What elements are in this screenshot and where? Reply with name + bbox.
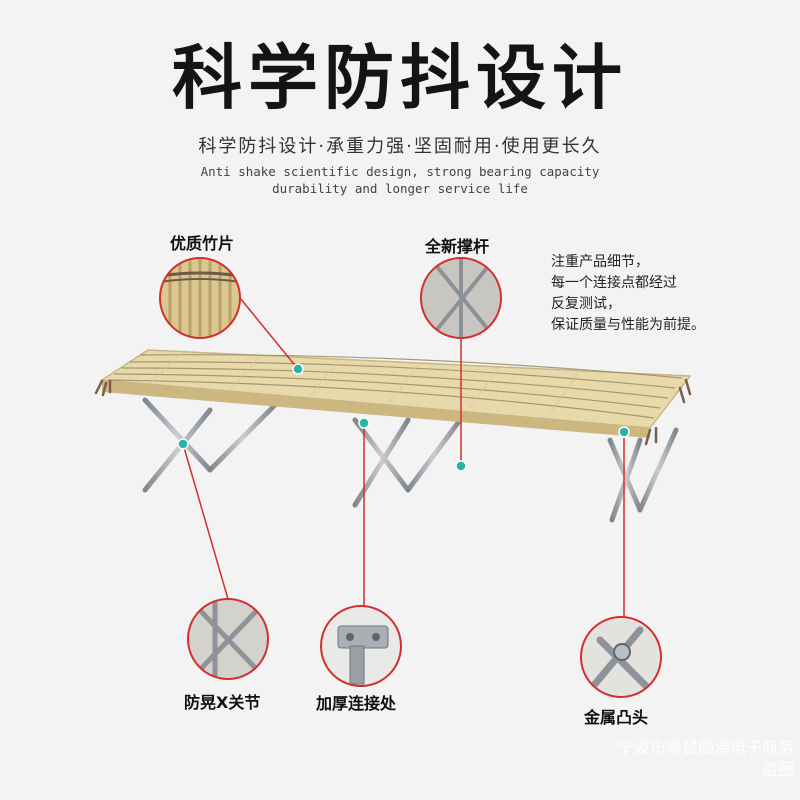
table-frame: [136, 388, 680, 624]
detail-note: 注重产品细节， 每一个连接点都经过 反复测试， 保证质量与性能为前提。: [551, 252, 705, 336]
callout-label-bamboo: 优质竹片: [170, 234, 235, 253]
page-title: 科学防抖设计: [172, 36, 628, 119]
english-subtitle-line1: Anti shake scientific design, strong bea…: [200, 164, 600, 179]
callout-lines: [182, 297, 625, 617]
english-subtitle-line2: durability and longer service life: [272, 181, 528, 196]
detail-circle-metal-tip: [580, 616, 662, 698]
bamboo-tabletop: [94, 349, 692, 446]
page-subtitle: 科学防抖设计·承重力强·坚固耐用·使用更长久: [198, 136, 602, 157]
callout-label-strut: 全新撑杆: [425, 237, 490, 256]
watermark-line: 宁波市青鼠圈沸电子商务: [617, 738, 794, 757]
watermark: 宁波市青鼠圈沸电子商务 盗图: [618, 737, 794, 781]
detail-circle-bamboo: [159, 257, 241, 339]
detail-circle-connector: [320, 605, 402, 687]
note-line: 每一个连接点都经过: [551, 275, 677, 291]
detail-circle-strut: [420, 257, 502, 339]
detail-circle-x-joint: [187, 598, 269, 680]
note-line: 注重产品细节，: [551, 254, 649, 270]
callout-label-metal-tip: 金属凸头: [584, 708, 649, 727]
watermark-line: 盗图: [761, 760, 794, 779]
note-line: 保证质量与性能为前提。: [551, 317, 705, 333]
callout-label-connector: 加厚连接处: [316, 694, 397, 713]
callout-label-x-joint: 防晃X关节: [184, 693, 261, 712]
callout-dots: [177, 363, 630, 472]
note-line: 反复测试，: [551, 296, 621, 312]
